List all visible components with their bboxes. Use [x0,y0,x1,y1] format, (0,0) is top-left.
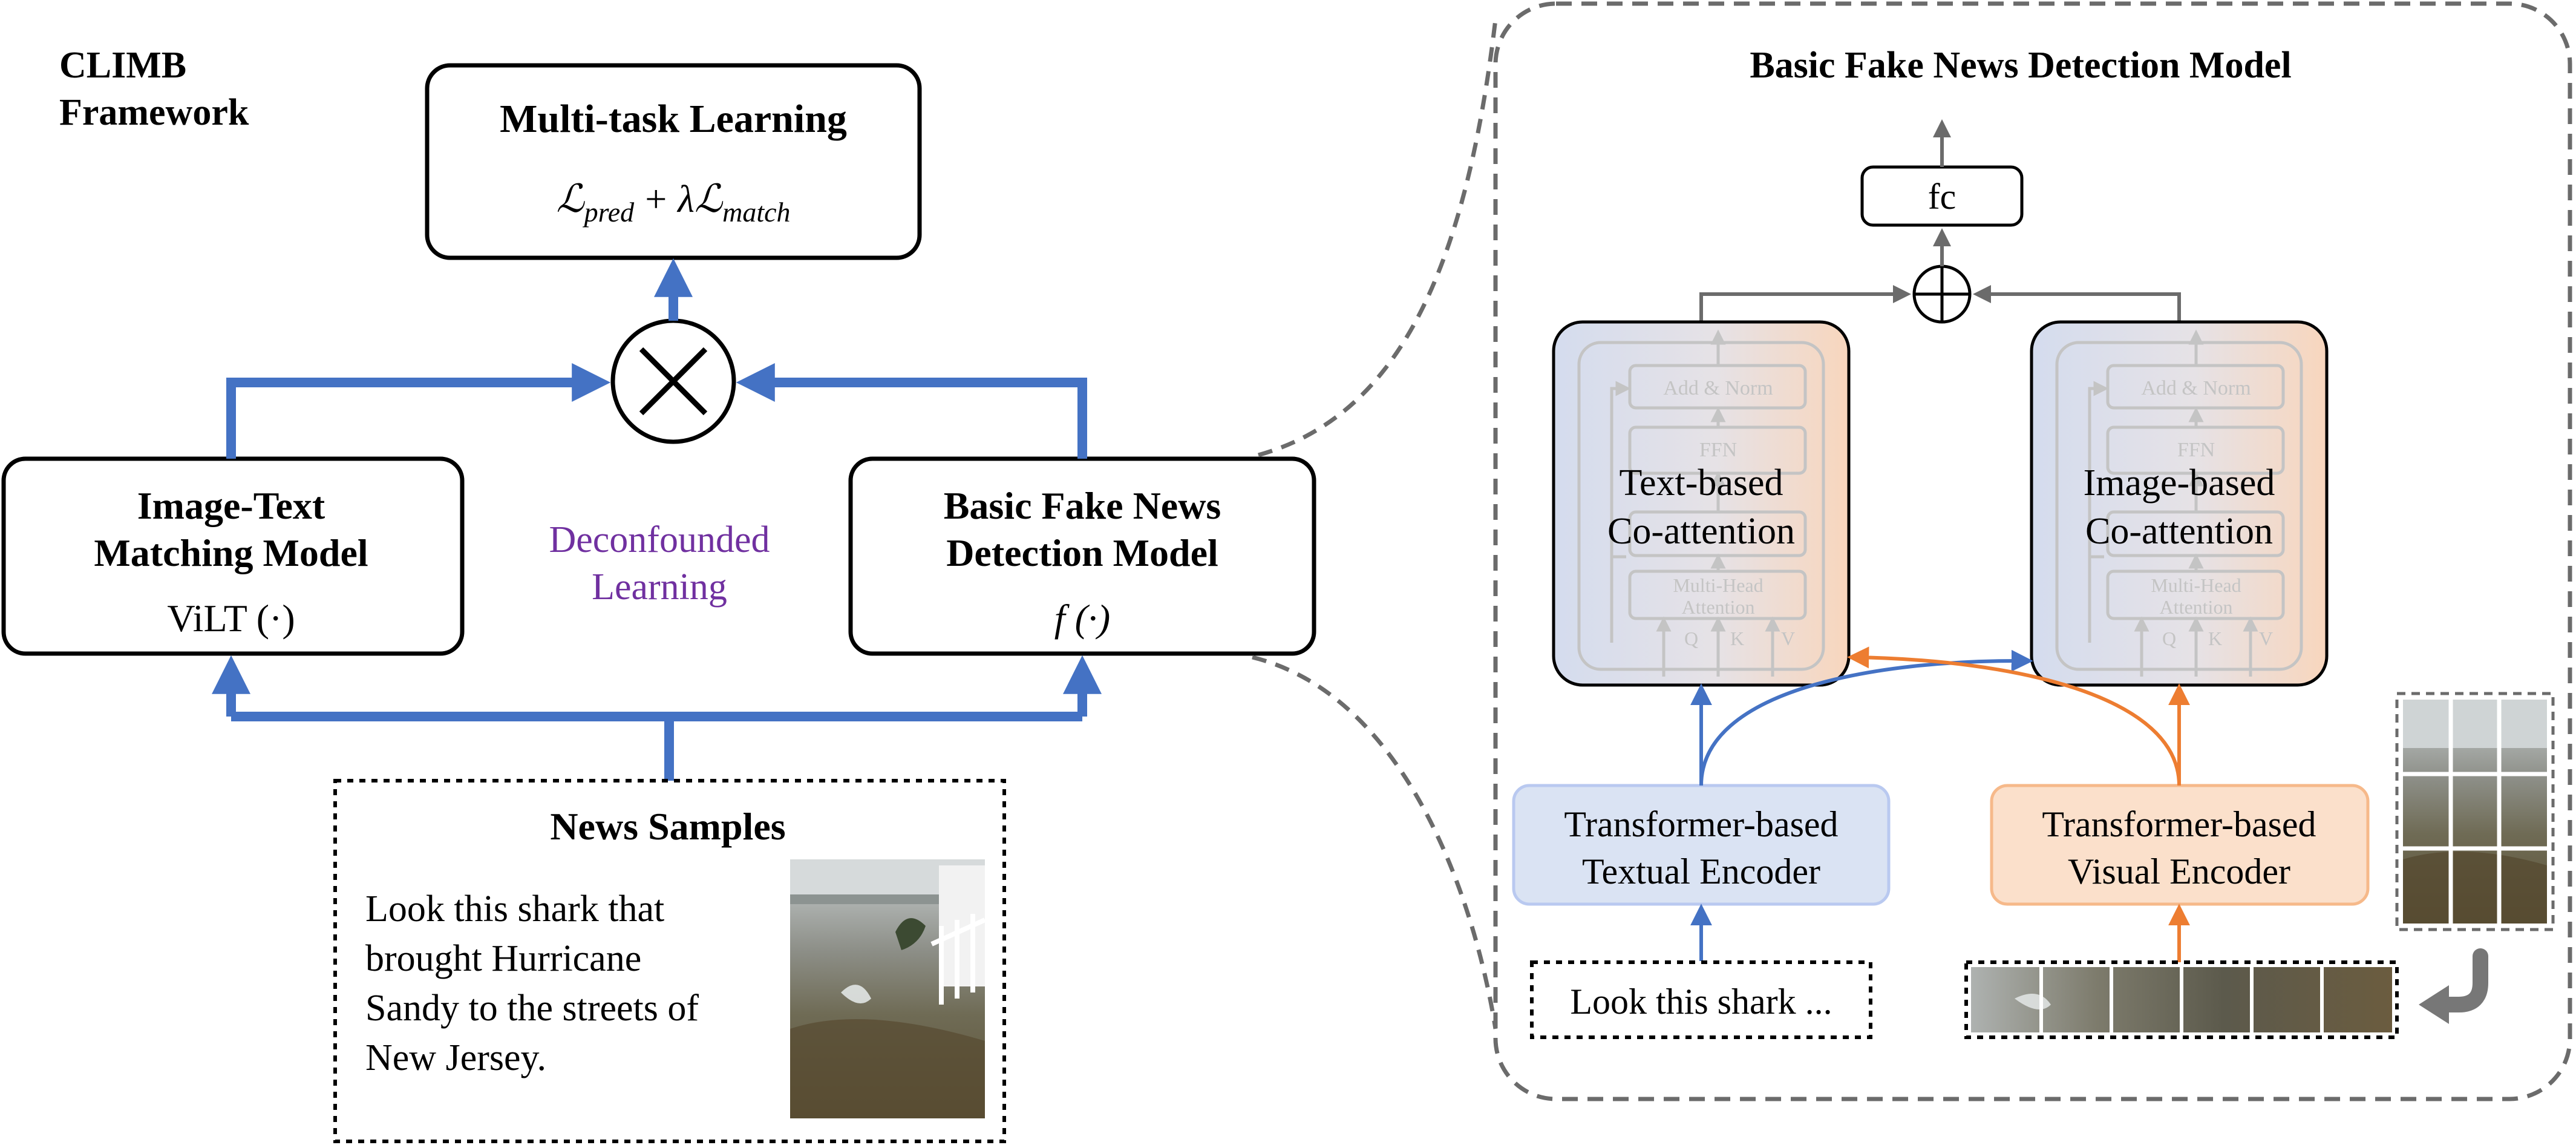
image-coattention-block: Add & Norm FFN Multi-Head Attention Q K … [2030,320,2329,687]
detail-title: Basic Fake News Detection Model [1750,45,2291,86]
visual-encoder-line1: Transformer-based [2042,804,2316,844]
basic-line2: Detection Model [946,531,1218,574]
news-sample-line-1: Look this shark that [365,888,664,930]
flatten-return-arrowhead [2419,985,2449,1024]
encoder-arrows [1690,646,2190,962]
visual-encoder-line2: Visual Encoder [2068,851,2290,891]
text-coattn-layer-mha1: Multi-Head [1673,574,1763,596]
image-coattn-layer-addnorm: Add & Norm [2141,377,2251,399]
fusion-multiply-node [610,318,736,444]
text-coattn-line1: Text-based [1619,462,1783,504]
image-coattn-line2: Co-attention [2085,511,2273,552]
add-node [1912,264,1972,324]
multitask-learning-box: Multi-task Learning ℒpred+λℒmatch [425,63,922,260]
image-coattn-q: Q [2162,628,2176,649]
text-input-box: Look this shark ... [1530,960,1872,1039]
fc-box: fc [1860,165,2024,227]
matching-line2: Matching Model [94,531,368,574]
basic-line1: Basic Fake News [944,484,1221,527]
text-coattn-v: V [1781,628,1795,649]
textual-encoder-box: Transformer-based Textual Encoder [1512,784,1891,906]
text-coattn-line2: Co-attention [1607,511,1795,552]
textual-encoder-line1: Transformer-based [1564,804,1838,844]
textual-encoder-line2: Textual Encoder [1582,851,1820,891]
image-coattn-layer-mha1: Multi-Head [2151,574,2241,596]
framework-title-line2: Framework [59,92,249,133]
image-text-matching-box: Image-Text Matching Model ViLT (·) [1,456,465,656]
flatten-return-arrow [2430,948,2488,1012]
news-sample-photo [790,859,986,1118]
deconfounded-line2: Learning [592,566,727,608]
deconfounded-line1: Deconfounded [549,519,770,560]
image-patch-strip [1964,960,2399,1039]
image-coattn-layer-mha2: Attention [2160,596,2233,618]
news-sample-line-2: brought Hurricane [365,938,641,979]
basic-func: f (·) [1054,597,1110,640]
image-coattn-layer-ffn: FFN [2177,439,2215,461]
text-coattn-layer-addnorm: Add & Norm [1663,377,1773,399]
image-coattn-v: V [2259,628,2273,649]
text-coattn-k: K [1730,628,1744,649]
visual-encoder-box: Transformer-based Visual Encoder [1990,784,2370,906]
multitask-loss-formula: ℒpred+λℒmatch [556,177,790,228]
matching-line1: Image-Text [137,484,325,527]
image-coattn-k: K [2208,628,2222,649]
matching-func: ViLT (·) [167,597,295,640]
detail-top-arrows [1699,119,2181,321]
news-samples-title: News Samples [550,805,785,848]
news-samples-box: News Samples Look this shark that brough… [333,779,1006,1143]
news-sample-line-4: New Jersey. [365,1037,546,1078]
text-input-label: Look this shark ... [1570,982,1832,1022]
image-patch-grid [2395,692,2555,931]
basic-fake-news-box: Basic Fake News Detection Model f (·) [848,456,1316,656]
fc-label: fc [1928,177,1957,217]
image-coattn-line1: Image-based [2084,462,2275,504]
multitask-title: Multi-task Learning [500,97,847,141]
text-coattn-layer-ffn: FFN [1699,439,1737,461]
text-coattention-block: Add & Norm FFN Multi-Head Attention Q K … [1552,320,1851,687]
text-coattn-q: Q [1684,628,1698,649]
framework-title-line1: CLIMB [59,45,186,86]
framework-arrows [212,258,1102,781]
zoom-connector-top [1258,19,1498,458]
text-coattn-layer-mha2: Attention [1682,596,1755,618]
zoom-connector-bottom [1252,655,1498,1029]
news-sample-line-3: Sandy to the streets of [365,988,699,1029]
detail-panel [1493,1,2572,1101]
